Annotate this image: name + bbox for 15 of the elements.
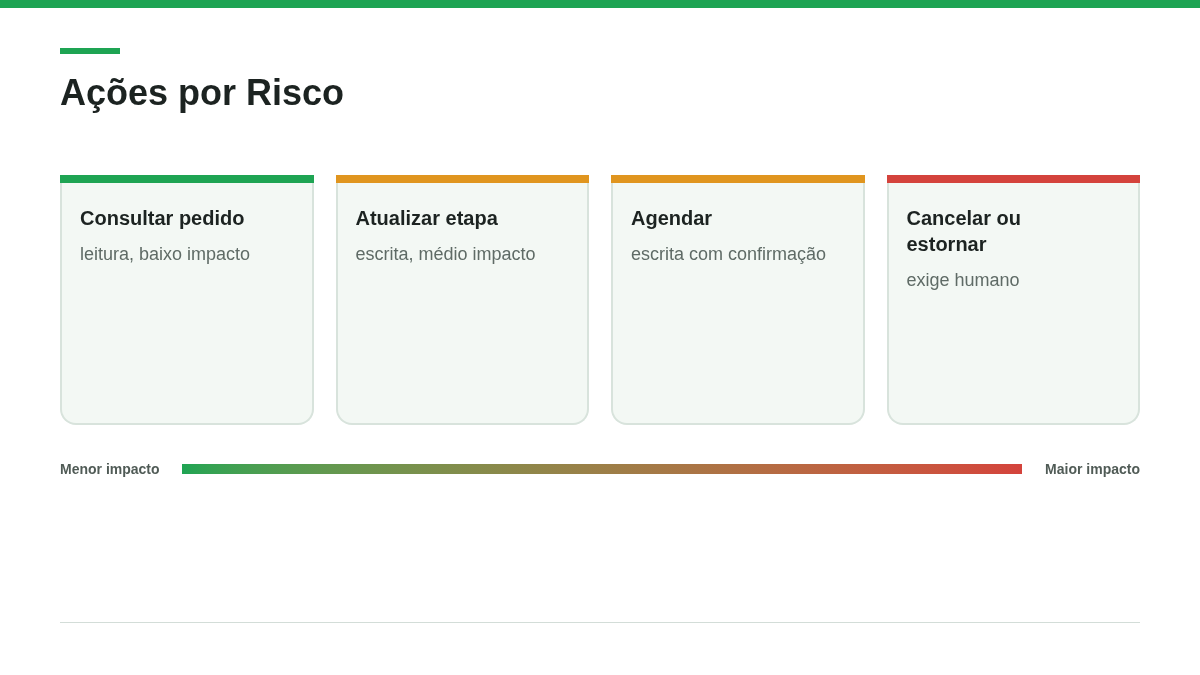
card-heading: Consultar pedido (80, 206, 246, 231)
card-description: escrita, médio impacto (355, 243, 537, 265)
scale-label: Menor impacto (60, 459, 160, 479)
action-card (611, 183, 865, 425)
action-card (335, 183, 589, 425)
card-description: escrita com confirmação (631, 243, 828, 265)
scale-label: Maior impacto (1045, 459, 1140, 479)
action-card (60, 183, 314, 425)
card-heading: Cancelar ou estornar (906, 206, 1022, 257)
card-heading: Atualizar etapa (355, 206, 499, 231)
card-heading: Agendar (631, 206, 714, 231)
card-description: exige humano (906, 269, 1021, 291)
title: Ações por Risco (60, 71, 345, 115)
action-card (886, 183, 1140, 425)
card-description: leitura, baixo impacto (80, 243, 252, 265)
